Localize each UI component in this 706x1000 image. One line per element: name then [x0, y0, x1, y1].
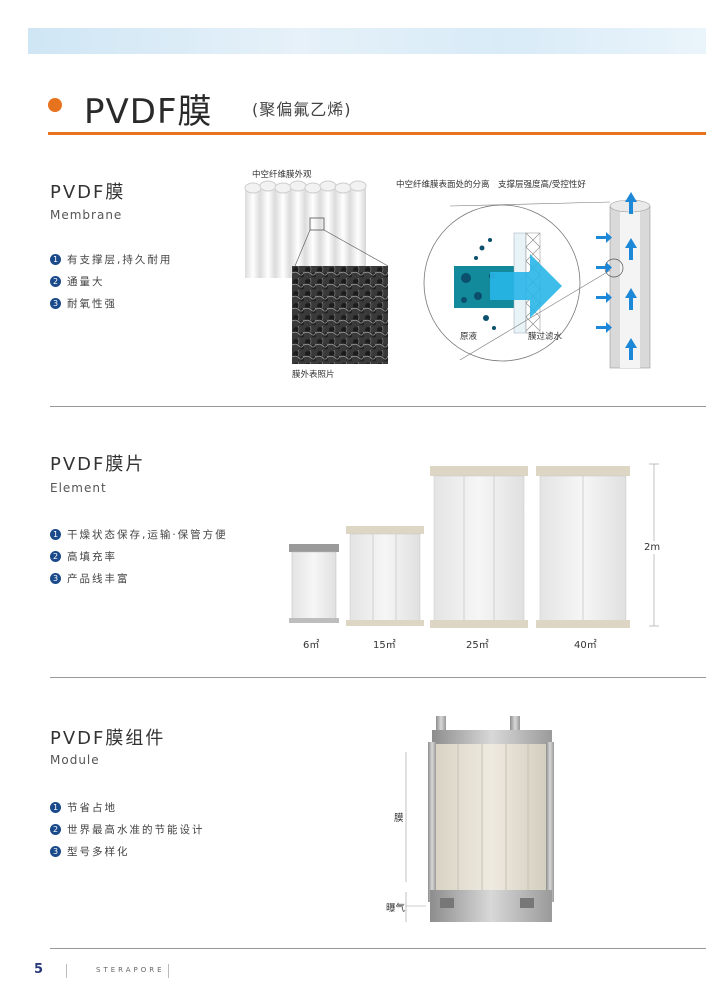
element-section-en: Element	[50, 481, 107, 495]
membrane-feature-list: 1 有支撑层,持久耐用 2 通量大 3 耐氧性强	[50, 248, 172, 314]
element-size-comparison-image	[289, 463, 659, 628]
footer-brand: STERAPORE	[96, 966, 165, 974]
element-size-6: 6㎡	[303, 640, 320, 651]
element-feature-2: 高填充率	[67, 550, 117, 563]
element-section-title: PVDF膜片	[50, 454, 146, 475]
title-bullet-dot	[48, 98, 62, 112]
number-1-icon: 1	[50, 801, 61, 813]
hollow-fiber-bundle-image	[244, 180, 389, 278]
footer-separator	[168, 964, 169, 978]
module-feature-2: 世界最高水准的节能设计	[67, 823, 205, 836]
membrane-feature-1: 有支撑层,持久耐用	[67, 253, 173, 266]
module-section-title: PVDF膜组件	[50, 728, 166, 749]
surface-photo-label: 膜外表照片	[292, 370, 335, 380]
hollow-fiber-label: 中空纤维膜外观	[252, 170, 312, 180]
number-2-icon: 2	[50, 823, 61, 835]
page-title: PVDF膜	[84, 92, 213, 132]
membrane-section-en: Membrane	[50, 208, 123, 222]
separation-label: 中空纤维膜表面处的分离	[396, 180, 490, 190]
list-item: 3 产品线丰富	[50, 567, 228, 589]
height-label: 2m	[644, 541, 661, 554]
list-item: 1 节省占地	[50, 796, 205, 818]
number-3-icon: 3	[50, 572, 61, 584]
module-image	[405, 716, 554, 922]
section-divider	[50, 677, 706, 678]
footer-separator	[66, 964, 67, 978]
list-item: 2 通量大	[50, 270, 172, 292]
number-2-icon: 2	[50, 550, 61, 562]
element-size-25: 25㎡	[466, 640, 489, 651]
membrane-feature-2: 通量大	[67, 275, 105, 288]
module-membrane-label: 膜	[394, 810, 404, 824]
membrane-section-title: PVDF膜	[50, 182, 126, 203]
page-title-row: PVDF膜 (聚偏氟乙烯)	[48, 84, 706, 134]
support-layer-label: 支撑层强度高/受控性好	[498, 180, 586, 190]
number-1-icon: 1	[50, 253, 61, 265]
list-item: 2 高填充率	[50, 545, 228, 567]
list-item: 1 有支撑层,持久耐用	[50, 248, 172, 270]
header-band	[28, 28, 706, 54]
module-feature-list: 1 节省占地 2 世界最高水准的节能设计 3 型号多样化	[50, 796, 205, 862]
module-feature-1: 节省占地	[67, 801, 117, 814]
number-3-icon: 3	[50, 845, 61, 857]
title-rule	[48, 132, 706, 135]
page-subtitle: (聚偏氟乙烯)	[252, 100, 352, 119]
element-feature-list: 1 干燥状态保存,运输·保管方便 2 高填充率 3 产品线丰富	[50, 523, 228, 589]
element-size-40: 40㎡	[574, 640, 597, 651]
element-feature-3: 产品线丰富	[67, 572, 130, 585]
section-divider	[50, 406, 706, 407]
number-3-icon: 3	[50, 297, 61, 309]
page-number: 5	[34, 962, 44, 977]
element-feature-1: 干燥状态保存,运输·保管方便	[67, 528, 228, 541]
list-item: 1 干燥状态保存,运输·保管方便	[50, 523, 228, 545]
membrane-feature-3: 耐氧性强	[67, 297, 117, 310]
membrane-surface-photo	[292, 266, 388, 364]
list-item: 3 型号多样化	[50, 840, 205, 862]
list-item: 2 世界最高水准的节能设计	[50, 818, 205, 840]
module-section-en: Module	[50, 753, 100, 767]
separation-diagram	[423, 192, 651, 369]
list-item: 3 耐氧性强	[50, 292, 172, 314]
section-divider	[50, 948, 706, 949]
module-aeration-label: 曝气	[386, 903, 406, 914]
number-2-icon: 2	[50, 275, 61, 287]
raw-water-label: 原液	[460, 332, 478, 342]
filtrate-label: 膜过滤水	[528, 332, 563, 342]
number-1-icon: 1	[50, 528, 61, 540]
module-feature-3: 型号多样化	[67, 845, 130, 858]
element-size-15: 15㎡	[373, 640, 396, 651]
